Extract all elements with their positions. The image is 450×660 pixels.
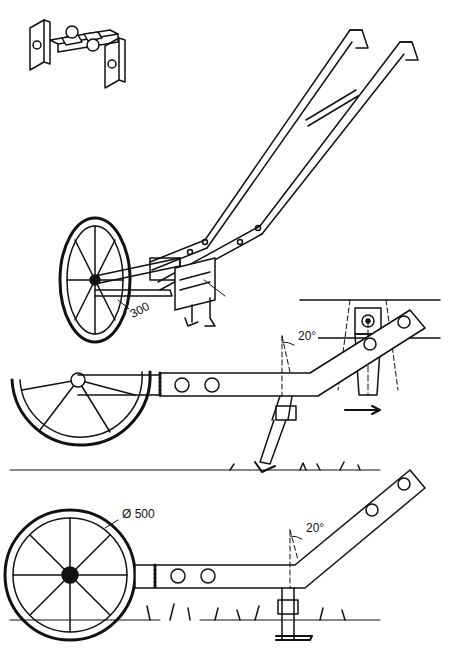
angle-label: 20° [296,330,318,343]
diameter-label: Ø 500 [120,508,157,521]
angle-label: 20° [304,522,326,535]
bracket-detail [30,20,125,88]
cultivator-isometric [60,30,418,342]
side-view-deep [5,470,425,640]
side-view-shallow [10,310,425,472]
dimension-label: 300 [126,299,153,322]
